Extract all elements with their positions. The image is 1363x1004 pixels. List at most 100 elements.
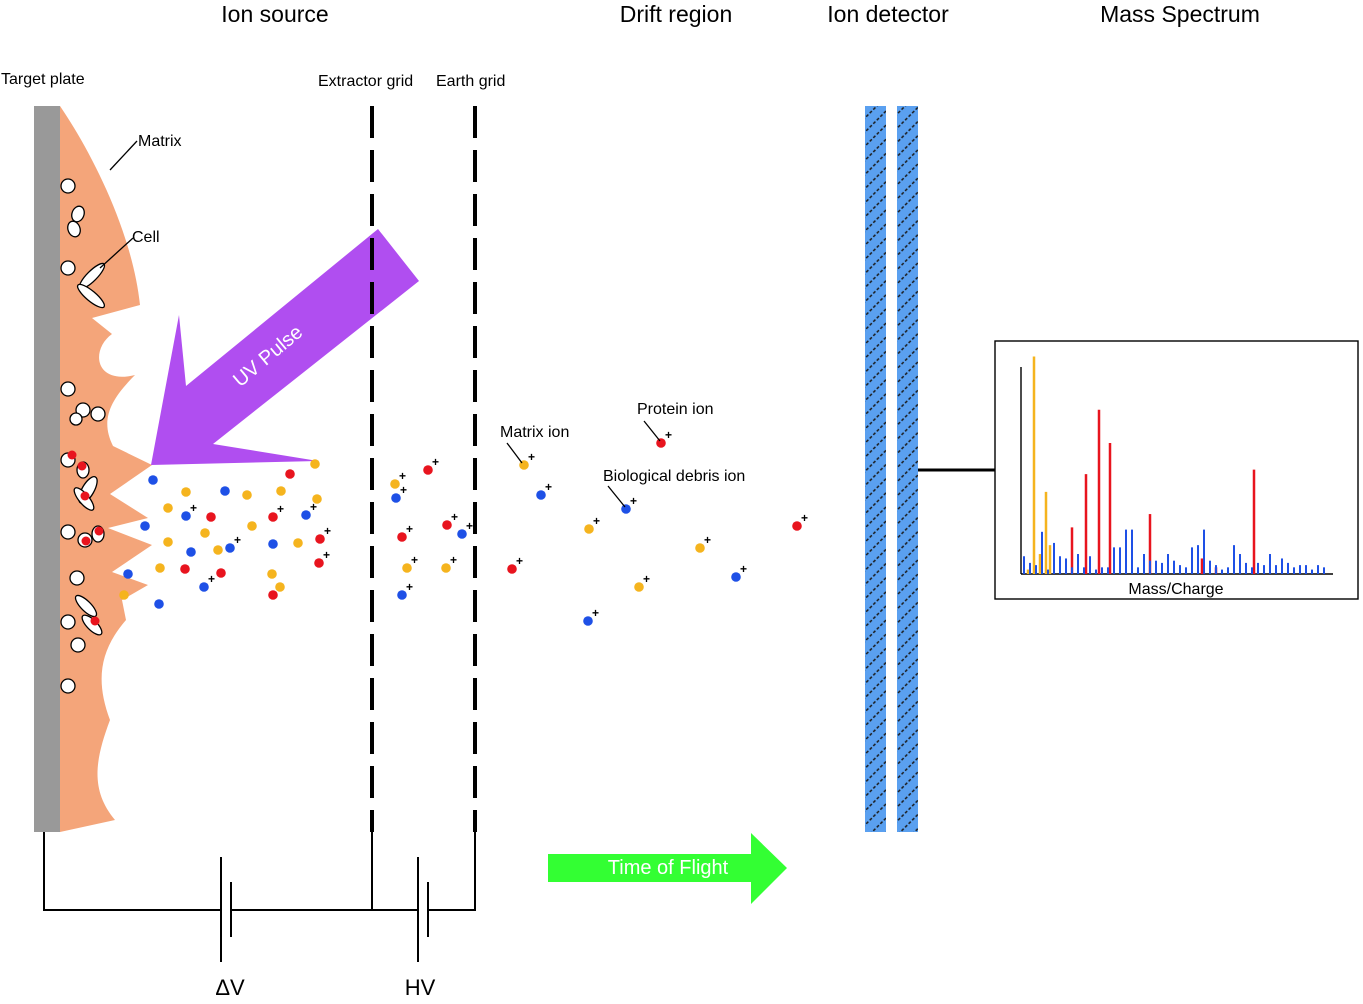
debris-ion bbox=[536, 490, 546, 500]
charge-sign: + bbox=[704, 533, 711, 547]
debris-ion bbox=[154, 599, 164, 609]
label-protein-ion: Protein ion bbox=[637, 401, 714, 418]
protein-ion bbox=[268, 512, 278, 522]
charge-sign: + bbox=[399, 469, 406, 483]
charge-sign: + bbox=[740, 562, 747, 576]
charge-sign: + bbox=[592, 606, 599, 620]
label-matrix: Matrix bbox=[138, 133, 182, 150]
matrix-ion bbox=[695, 543, 705, 553]
matrix-ion bbox=[267, 569, 277, 579]
matrix-ion bbox=[402, 563, 412, 573]
debris-ion bbox=[268, 539, 278, 549]
charge-sign: + bbox=[643, 572, 650, 586]
debris-ion bbox=[181, 511, 191, 521]
matrix-ion bbox=[155, 563, 165, 573]
charge-sign: + bbox=[528, 450, 535, 464]
matrix-ion bbox=[163, 503, 173, 513]
label-hv: HV bbox=[405, 975, 436, 1000]
matrix-ion bbox=[181, 487, 191, 497]
matrix-ion bbox=[390, 479, 400, 489]
charge-sign: + bbox=[630, 494, 637, 508]
debris-ion bbox=[225, 543, 235, 553]
matrix-ion bbox=[310, 459, 320, 469]
protein-ion bbox=[216, 568, 226, 578]
charge-sign: + bbox=[545, 480, 552, 494]
label-matrix-ion: Matrix ion bbox=[500, 424, 569, 441]
protein-ion bbox=[397, 532, 407, 542]
debris-ion bbox=[301, 510, 311, 520]
circuit bbox=[43, 832, 476, 962]
debris-ion bbox=[731, 572, 741, 582]
debris-ion bbox=[391, 493, 401, 503]
time-of-flight-arrow bbox=[548, 833, 787, 904]
ion-cloud: +++++++++++++++++++++++++++ bbox=[119, 428, 808, 626]
protein-ion bbox=[656, 438, 666, 448]
protein-ion bbox=[314, 558, 324, 568]
charge-sign: + bbox=[400, 483, 407, 497]
protein-ion bbox=[206, 512, 216, 522]
charge-sign: + bbox=[406, 522, 413, 536]
charge-sign: + bbox=[324, 524, 331, 538]
matrix-ion bbox=[312, 494, 322, 504]
matrix-ion bbox=[213, 545, 223, 555]
uv-pulse-arrow bbox=[151, 229, 419, 465]
heading-mass-spectrum: Mass Spectrum bbox=[1100, 1, 1260, 27]
mass-spectrum-box bbox=[994, 340, 1359, 600]
debris-ion bbox=[621, 504, 631, 514]
charge-sign: + bbox=[190, 501, 197, 515]
protein-ion bbox=[268, 590, 278, 600]
debris-ion bbox=[123, 569, 133, 579]
heading-ion-detector: Ion detector bbox=[827, 1, 949, 27]
protein-ion bbox=[792, 521, 802, 531]
charge-sign: + bbox=[432, 455, 439, 469]
charge-sign: + bbox=[466, 519, 473, 533]
matrix-ion bbox=[276, 486, 286, 496]
matrix-ion bbox=[275, 582, 285, 592]
matrix-ion bbox=[242, 490, 252, 500]
matrix-ion bbox=[163, 537, 173, 547]
protein-ion bbox=[507, 564, 517, 574]
charge-sign: + bbox=[277, 502, 284, 516]
spectrum-xlabel: Mass/Charge bbox=[1128, 581, 1223, 598]
charge-sign: + bbox=[801, 511, 808, 525]
debris-ion bbox=[457, 529, 467, 539]
debris-ion bbox=[140, 521, 150, 531]
matrix-ion bbox=[634, 582, 644, 592]
label-biological-debris-ion: Biological debris ion bbox=[603, 468, 745, 485]
debris-ion bbox=[199, 582, 209, 592]
debris-ion bbox=[583, 616, 593, 626]
label-cell: Cell bbox=[132, 229, 160, 246]
matrix-ion bbox=[293, 538, 303, 548]
charge-sign: + bbox=[411, 553, 418, 567]
ion-detector-plate-2 bbox=[897, 106, 918, 832]
cell-debris-dots bbox=[67, 450, 104, 626]
matrix-ion bbox=[119, 590, 129, 600]
spectrum-bars bbox=[1023, 356, 1325, 574]
label-delta-v: ΔV bbox=[215, 975, 245, 1000]
matrix-ion bbox=[441, 563, 451, 573]
protein-ion bbox=[442, 520, 452, 530]
target-plate bbox=[34, 106, 60, 832]
protein-ion bbox=[315, 534, 325, 544]
charge-sign: + bbox=[406, 580, 413, 594]
matrix-ion bbox=[247, 521, 257, 531]
charge-sign: + bbox=[208, 572, 215, 586]
protein-ion bbox=[285, 469, 295, 479]
charge-sign: + bbox=[451, 510, 458, 524]
label-earth-grid: Earth grid bbox=[436, 73, 505, 90]
charge-sign: + bbox=[234, 533, 241, 547]
heading-drift-region: Drift region bbox=[620, 1, 732, 27]
charge-sign: + bbox=[665, 428, 672, 442]
ion-detector-plate-1 bbox=[865, 106, 886, 832]
heading-ion-source: Ion source bbox=[221, 1, 328, 27]
debris-ion bbox=[148, 475, 158, 485]
matrix-ion bbox=[200, 528, 210, 538]
protein-ion bbox=[180, 564, 190, 574]
label-time-of-flight: Time of Flight bbox=[608, 857, 729, 879]
matrix-ion bbox=[584, 524, 594, 534]
debris-ion bbox=[186, 547, 196, 557]
charge-sign: + bbox=[310, 500, 317, 514]
charge-sign: + bbox=[593, 514, 600, 528]
debris-ion bbox=[220, 486, 230, 496]
